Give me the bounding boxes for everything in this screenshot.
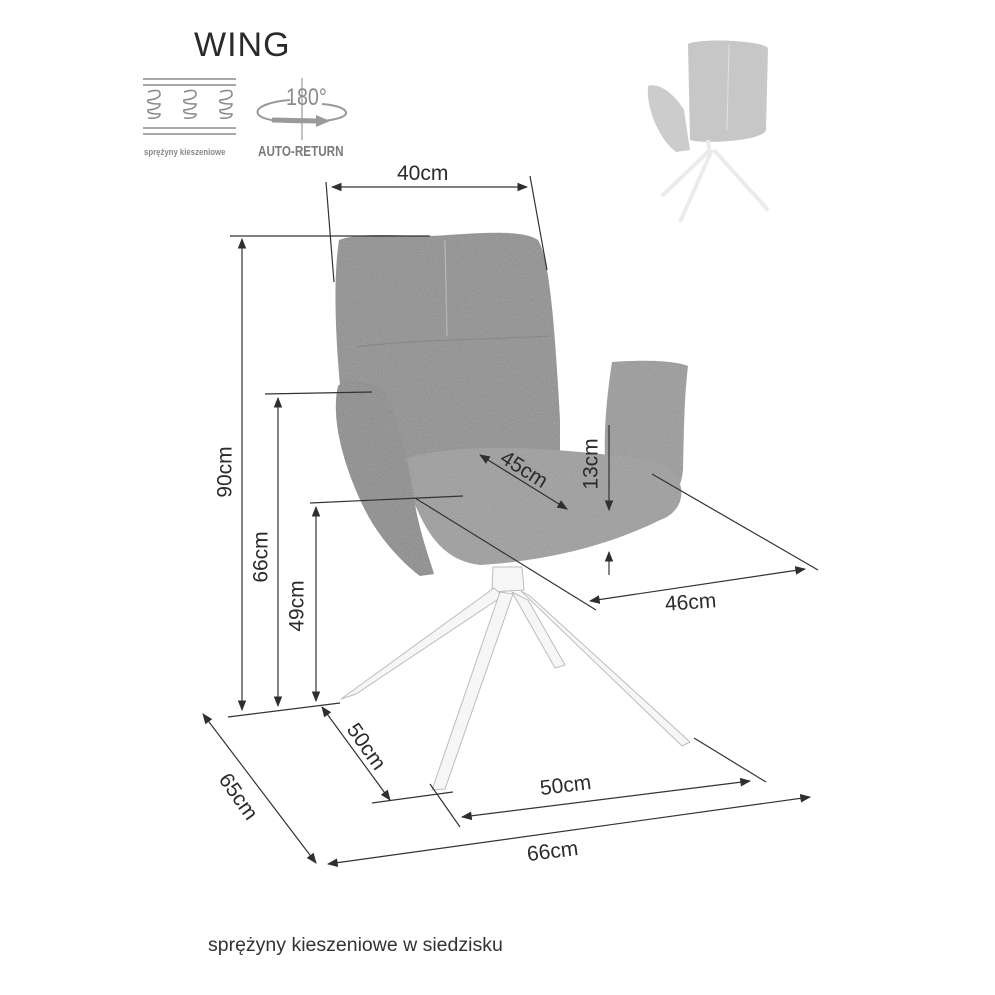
dim-armrest-above-seat: 13cm [579,438,603,490]
auto-return-caption: AUTO-RETURN [258,143,344,160]
dim-backrest-width: 40cm [397,162,449,185]
dim-total-height: 90cm [213,446,237,498]
chair-legs [340,566,691,791]
dim-seat-height: 49cm [285,580,309,632]
chair-back-thumbnail [647,40,770,223]
pocket-springs-icon [143,78,236,135]
rotate-180-icon [256,78,348,140]
dim-armrest-height: 66cm [249,531,273,583]
rotation-degree: 180° [286,84,327,111]
dimension-lines [202,175,819,867]
dim-seat-width: 46cm [664,589,718,616]
product-title: WING [194,26,291,64]
footer-note: sprężyny kieszeniowe w siedzisku [208,934,503,956]
springs-caption: sprężyny kieszeniowe [144,147,226,158]
chair-body [335,232,688,576]
